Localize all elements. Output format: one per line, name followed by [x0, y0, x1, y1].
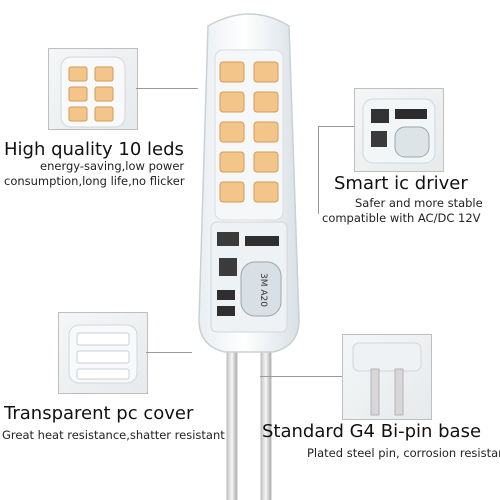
connector-line-pins: [260, 376, 342, 377]
zoom-cover-thumbnail: [58, 312, 148, 394]
driver-description-line-1: Safer and more stable: [355, 196, 483, 210]
connector-line-driver-vertical: [318, 126, 319, 214]
driver-description-line-2: compatible with AC/DC 12V: [322, 211, 481, 225]
bi-pin-icon: [352, 342, 422, 416]
pins-title: Standard G4 Bi-pin base: [262, 421, 482, 442]
cover-title: Transparent pc cover: [4, 403, 194, 424]
leds-description-line-2: consumption,long life,no flicker: [4, 174, 185, 188]
connector-line-cover: [146, 352, 192, 353]
pin-left: [226, 351, 238, 500]
cover-description: Great heat resistance,shatter resistant: [2, 428, 225, 442]
leds-description-line-1: energy-saving,low power: [40, 159, 185, 173]
leds-title: High quality 10 leds: [4, 139, 184, 160]
led-chip-icon: [60, 56, 126, 128]
zoom-driver-thumbnail: [354, 88, 444, 172]
pins-description: Plated steel pin, corrosion resistant: [307, 446, 500, 460]
smart-ic-driver: 3M A20: [210, 221, 288, 333]
driver-title: Smart ic driver: [334, 173, 468, 194]
zoom-pins-thumbnail: [342, 334, 432, 420]
zoom-leds-thumbnail: [48, 48, 138, 130]
driver-board-icon: [362, 98, 436, 164]
g4-led-bulb-illustration: 3M A20: [175, 0, 325, 500]
connector-line-driver: [318, 126, 354, 127]
led-array: [219, 61, 279, 203]
chip-marking: 3M A20: [258, 273, 268, 307]
connector-line-leds: [136, 88, 198, 89]
